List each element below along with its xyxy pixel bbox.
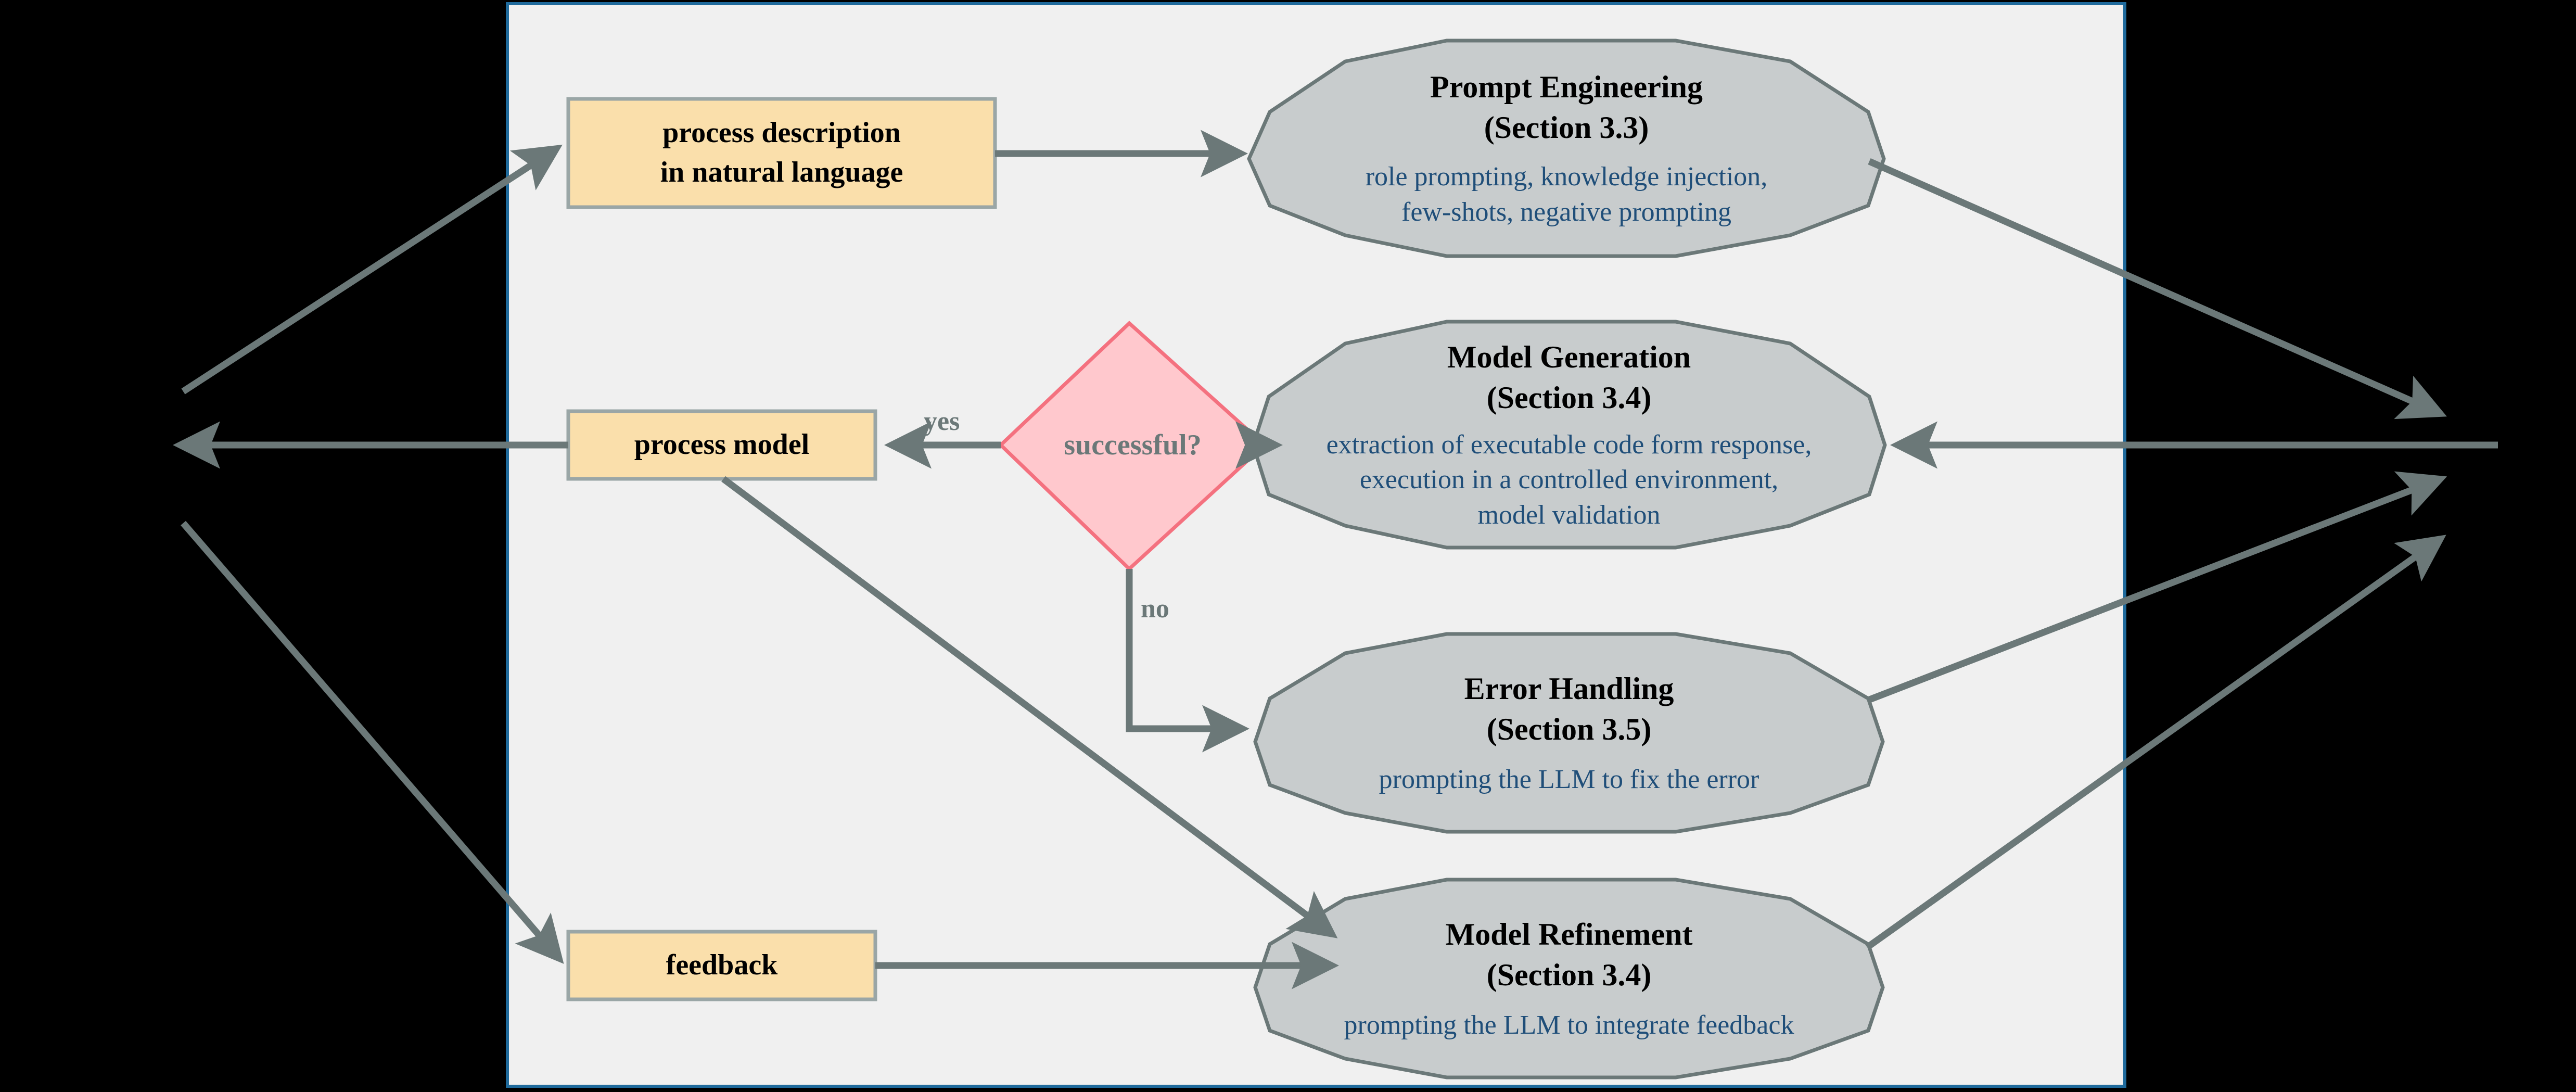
- node-error-handling-shape: [1253, 632, 1885, 834]
- node-successful-decision-shape: [998, 321, 1268, 572]
- node-model-refinement-shape: [1253, 878, 1885, 1080]
- node-model-generation-shape: [1251, 320, 1887, 550]
- edge-into-process-description: [181, 144, 563, 395]
- edge-process-model-to-model-refinement: [721, 476, 1338, 938]
- node-prompt-engineering-shape: [1247, 39, 1886, 258]
- edge-error-handling-out-right: [1867, 471, 2447, 704]
- node-process-model-shape: [566, 409, 877, 481]
- edge-into-feedback: [181, 520, 564, 964]
- edge-model-refinement-out-right: [1865, 535, 2446, 950]
- edge-decision-no-to-error-handling: [1126, 569, 1249, 753]
- node-feedback-shape: [566, 930, 877, 1001]
- edge-prompt-engineering-out-right: [1868, 158, 2447, 420]
- node-process-description-shape: [566, 97, 997, 209]
